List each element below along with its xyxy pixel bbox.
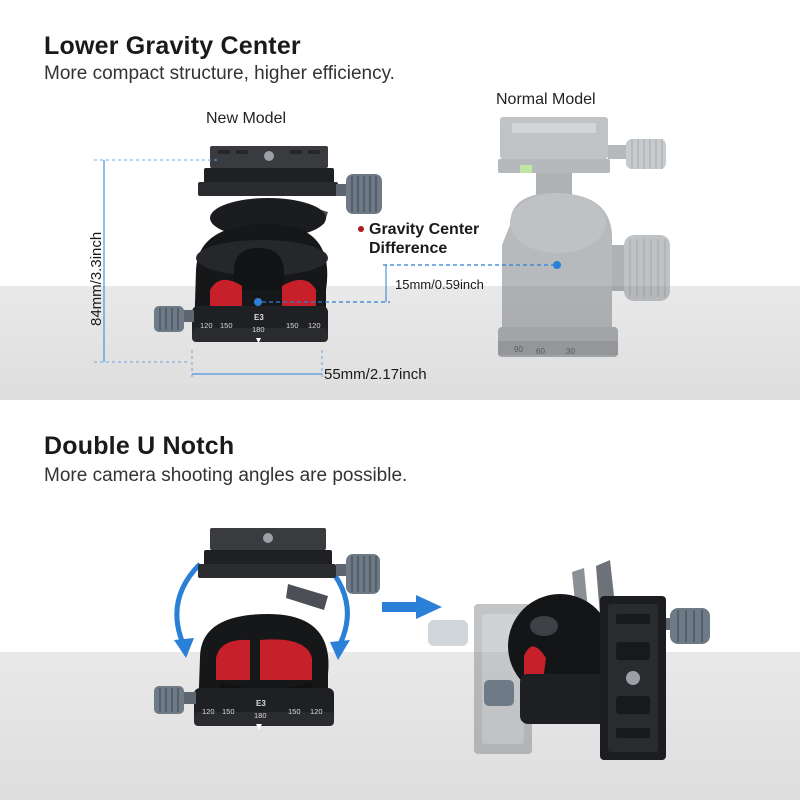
dial-number: 180: [252, 325, 265, 334]
dial-brand: E3: [254, 313, 264, 322]
dial-number: 150: [222, 707, 235, 716]
tilted-ball-head-image: [428, 560, 710, 760]
double-u-notch-ball-head-image: 120 150 180 150 120 E3: [154, 528, 380, 730]
normal-dial-number: 90: [514, 345, 523, 354]
floor-panel-2: [0, 652, 800, 800]
height-dimension-label: 84mm/3.3inch: [88, 231, 105, 326]
new-model-label: New Model: [206, 110, 287, 127]
new-model-ball-head-image: 120 150 180 150 120 E3: [154, 146, 382, 343]
dial-number: 180: [254, 711, 267, 720]
gravity-center-label-line1: Gravity Center: [369, 221, 480, 238]
section2-title: Double U Notch: [44, 432, 235, 460]
normal-model-label: Normal Model: [496, 91, 596, 108]
dial-brand: E3: [256, 699, 266, 708]
right-arrow-icon: [382, 595, 442, 619]
dial-number: 120: [310, 707, 323, 716]
section1-subtitle: More compact structure, higher efficienc…: [44, 63, 395, 84]
rotate-left-arrow-icon: [174, 562, 202, 647]
normal-dial-number: 60: [536, 347, 545, 356]
section2-subtitle: More camera shooting angles are possible…: [44, 465, 408, 486]
gravity-center-label-line2: Difference: [369, 240, 448, 257]
dial-number: 120: [308, 321, 321, 330]
normal-gravity-dot: [553, 261, 561, 269]
dial-number: 150: [220, 321, 233, 330]
width-dimension-label: 55mm/2.17inch: [324, 366, 427, 383]
floor-panel-1: [0, 286, 800, 400]
gravity-center-bullet-icon: [358, 226, 364, 232]
normal-model-ball-head-image: 90 60 30: [498, 117, 670, 357]
dial-number: 150: [288, 707, 301, 716]
dial-number: 120: [202, 707, 215, 716]
gravity-center-label: Gravity Center Difference: [369, 220, 479, 258]
dial-number: 150: [286, 321, 299, 330]
dial-number: 120: [200, 321, 213, 330]
normal-dial-number: 30: [566, 347, 575, 356]
offset-dimension-label: 15mm/0.59inch: [395, 277, 484, 292]
section1-title: Lower Gravity Center: [44, 32, 301, 60]
